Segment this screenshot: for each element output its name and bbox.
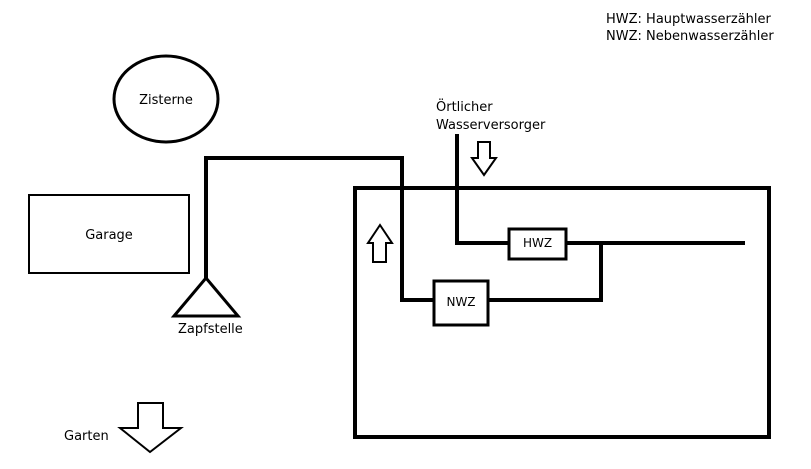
garden-pipe bbox=[204, 156, 434, 302]
flow-up-arrow bbox=[366, 223, 394, 263]
supply-pipe bbox=[455, 134, 509, 245]
nwz-label: NWZ bbox=[446, 295, 476, 309]
house-outline bbox=[353, 186, 771, 439]
garden-down-arrow bbox=[117, 402, 184, 454]
garage-label: Garage bbox=[85, 228, 133, 243]
supply-down-arrow bbox=[470, 141, 498, 177]
tap-label: Zapfstelle bbox=[178, 322, 243, 337]
branch-pipe bbox=[488, 243, 603, 302]
hwz-label: HWZ bbox=[522, 236, 553, 250]
supplier-label-line1: Örtlicher bbox=[436, 100, 493, 115]
hwz-meter-box bbox=[507, 227, 568, 261]
tap-triangle bbox=[170, 275, 242, 318]
cistern-label: Zisterne bbox=[139, 93, 193, 108]
supplier-label-line2: Wasserversorger bbox=[436, 118, 546, 133]
legend-hwz: HWZ: Hauptwasserzähler bbox=[606, 12, 771, 27]
cistern-circle bbox=[112, 54, 220, 144]
nwz-meter-box bbox=[432, 279, 490, 327]
legend-nwz: NWZ: Nebenwasserzähler bbox=[606, 29, 774, 44]
garage-box bbox=[28, 194, 190, 274]
garden-label: Garten bbox=[64, 429, 109, 444]
